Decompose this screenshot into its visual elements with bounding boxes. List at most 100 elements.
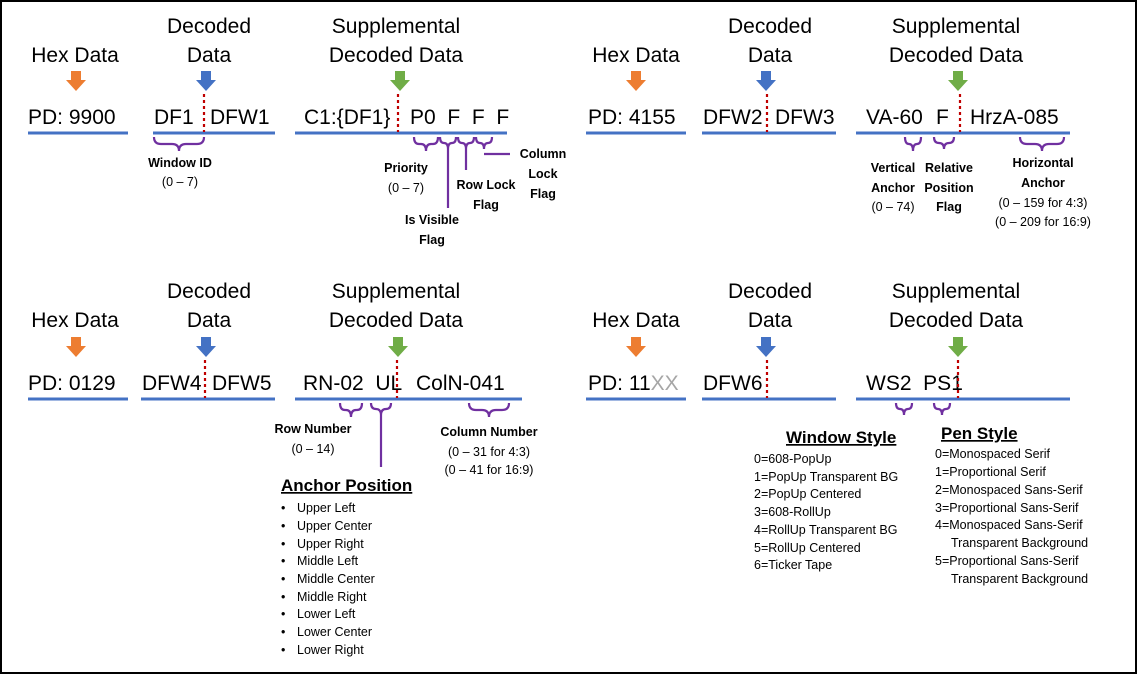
- list-bullet: •: [281, 607, 285, 621]
- visible-bracket: [438, 136, 458, 150]
- row-number-range: (0 – 14): [291, 442, 334, 456]
- relative-position-label-line3: Flag: [936, 200, 962, 214]
- horizontal-anchor-bracket: [1018, 136, 1066, 152]
- window-style-item: 1=PopUp Transparent BG: [754, 470, 898, 484]
- anchor-item: Upper Left: [297, 501, 356, 515]
- hex-arrow-icon: [66, 71, 86, 91]
- supplemental-value-b: HrzA-085: [970, 106, 1059, 129]
- row-lock-label-line2: Flag: [473, 198, 499, 212]
- supplemental-header-line2: Decoded Data: [889, 44, 1024, 67]
- window-id-label: Window ID: [148, 156, 212, 170]
- vertical-anchor-label-line1: Vertical: [871, 161, 915, 175]
- row-number-bracket: [338, 402, 364, 418]
- anchor-item: Lower Center: [297, 625, 372, 639]
- window-id-bracket: [152, 136, 206, 152]
- supplemental-arrow-icon: [388, 337, 408, 357]
- decoded-header-line2: Data: [748, 309, 793, 332]
- window-style-item: 3=608-RollUp: [754, 505, 831, 519]
- column-lock-label-line2: Lock: [528, 167, 557, 181]
- decoded-arrow-icon: [196, 71, 216, 91]
- decoded-header-line2: Data: [187, 309, 232, 332]
- row-lock-bracket: [456, 136, 476, 150]
- vertical-anchor-bracket: [903, 136, 923, 152]
- decoded-value-a: DFW6: [703, 372, 763, 395]
- supplemental-value-b: P0 F F F: [410, 106, 509, 129]
- relative-position-label-line2: Position: [924, 181, 973, 195]
- horizontal-anchor-range-4-3: (0 – 159 for 4:3): [999, 196, 1088, 210]
- list-bullet: •: [281, 572, 285, 586]
- anchor-position-bracket: [369, 402, 393, 416]
- anchor-item: Middle Right: [297, 590, 367, 604]
- pen-style-bracket: [932, 402, 952, 416]
- pen-style-list: 0=Monospaced Serif 1=Proportional Serif …: [935, 447, 1088, 586]
- hex-header: Hex Data: [31, 309, 119, 332]
- pen-style-item-continued: Transparent Background: [951, 572, 1088, 586]
- list-bullet: •: [281, 625, 285, 639]
- window-style-item: 6=Ticker Tape: [754, 558, 832, 572]
- hex-value-unknown-suffix: XX: [651, 372, 679, 395]
- anchor-item: Lower Right: [297, 643, 364, 657]
- window-style-item: 5=RollUp Centered: [754, 541, 861, 555]
- supplemental-header-line2: Decoded Data: [889, 309, 1024, 332]
- window-style-bracket: [894, 402, 914, 416]
- decoded-arrow-icon: [756, 337, 776, 357]
- panel-2: Hex Data Decoded Data Supplemental Decod…: [586, 15, 1091, 229]
- list-bullet: •: [281, 519, 285, 533]
- panel-4: Hex Data Decoded Data Supplemental Decod…: [586, 280, 1088, 586]
- supplemental-header-line2: Decoded Data: [329, 44, 464, 67]
- window-style-item: 0=608-PopUp: [754, 452, 832, 466]
- column-lock-label-line1: Column: [520, 147, 567, 161]
- panel-3: Hex Data Decoded Data Supplemental Decod…: [28, 280, 538, 657]
- window-style-title: Window Style: [786, 428, 896, 447]
- pen-style-item: 5=Proportional Sans-Serif: [935, 554, 1079, 568]
- anchor-item: Upper Center: [297, 519, 372, 533]
- supplemental-header-line1: Supplemental: [332, 15, 460, 38]
- window-style-item: 4=RollUp Transparent BG: [754, 523, 897, 537]
- pen-style-title: Pen Style: [941, 424, 1018, 443]
- supplemental-value-a: WS2 PS1: [866, 372, 963, 395]
- window-style-item: 2=PopUp Centered: [754, 487, 861, 501]
- column-number-range-16-9: (0 – 41 for 16:9): [445, 463, 534, 477]
- vertical-anchor-label-line2: Anchor: [871, 181, 915, 195]
- pen-style-item: 2=Monospaced Sans-Serif: [935, 483, 1083, 497]
- anchor-item: Middle Left: [297, 554, 359, 568]
- column-lock-label-line3: Flag: [530, 187, 556, 201]
- decoded-header-line1: Decoded: [167, 15, 251, 38]
- supplemental-value-a: VA-60: [866, 106, 923, 129]
- row-number-label: Row Number: [274, 422, 351, 436]
- column-number-bracket: [467, 402, 511, 418]
- anchor-position-list: •Upper Left •Upper Center •Upper Right •…: [281, 501, 375, 657]
- hex-header: Hex Data: [31, 44, 119, 67]
- column-number-range-4-3: (0 – 31 for 4:3): [448, 445, 530, 459]
- pen-style-item: 0=Monospaced Serif: [935, 447, 1051, 461]
- hex-header: Hex Data: [592, 44, 680, 67]
- panel-1: Hex Data Decoded Data Supplemental Decod…: [28, 15, 566, 247]
- visible-label-line2: Flag: [419, 233, 445, 247]
- supplemental-arrow-icon: [948, 337, 968, 357]
- anchor-item: Lower Left: [297, 607, 356, 621]
- list-bullet: •: [281, 501, 285, 515]
- hex-arrow-icon: [626, 337, 646, 357]
- supplemental-header-line1: Supplemental: [332, 280, 460, 303]
- horizontal-anchor-label-line2: Anchor: [1021, 176, 1065, 190]
- supplemental-header-line2: Decoded Data: [329, 309, 464, 332]
- horizontal-anchor-label-line1: Horizontal: [1012, 156, 1073, 170]
- list-bullet: •: [281, 537, 285, 551]
- relative-position-label-line1: Relative: [925, 161, 973, 175]
- decoded-value-b: DFW1: [210, 106, 270, 129]
- decoded-header-line2: Data: [748, 44, 793, 67]
- decoded-arrow-icon: [756, 71, 776, 91]
- relative-position-bracket: [932, 136, 956, 150]
- column-lock-bracket: [474, 136, 494, 150]
- decoded-arrow-icon: [196, 337, 216, 357]
- supplemental-header-line1: Supplemental: [892, 280, 1020, 303]
- decoded-header-line1: Decoded: [167, 280, 251, 303]
- pen-style-item: 1=Proportional Serif: [935, 465, 1046, 479]
- window-id-range: (0 – 7): [162, 175, 198, 189]
- decoded-value-b: DFW3: [775, 106, 835, 129]
- supplemental-value-a: C1:{DF1}: [304, 106, 390, 129]
- decoded-value-a: DFW2: [703, 106, 763, 129]
- visible-label-line1: Is Visible: [405, 213, 459, 227]
- hex-header: Hex Data: [592, 309, 680, 332]
